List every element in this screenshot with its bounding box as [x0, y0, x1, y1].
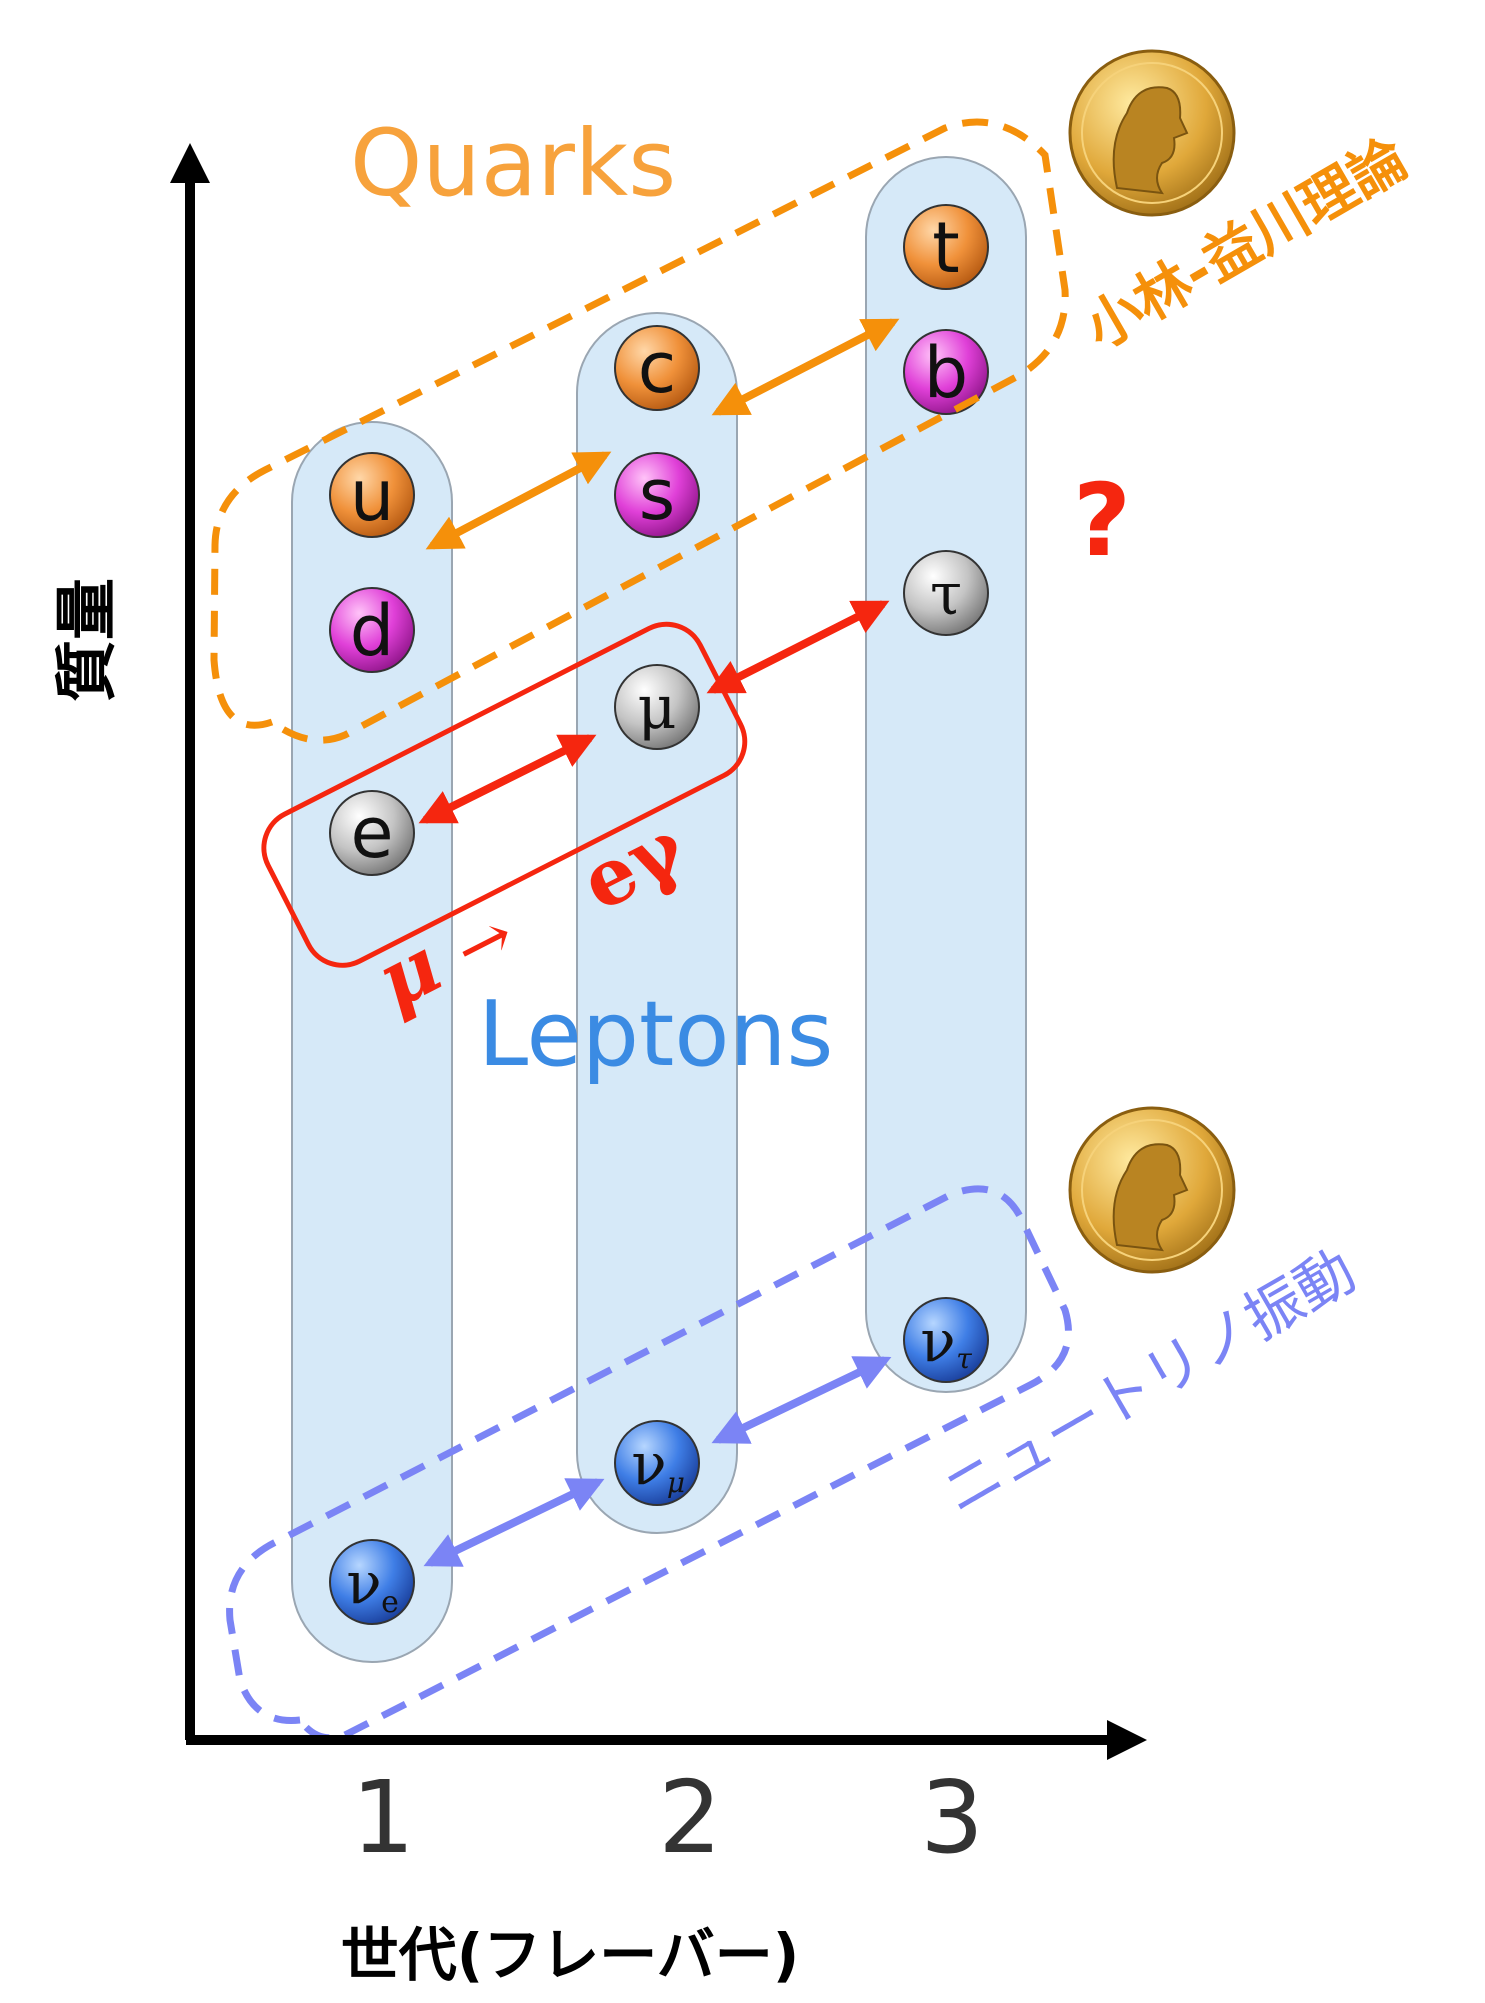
svg-text:τ: τ — [930, 560, 962, 628]
generation-label-2: 2 — [658, 1759, 722, 1876]
question-mark: ? — [1073, 462, 1131, 579]
generation-column-3 — [865, 156, 1027, 1393]
particle-c: c — [614, 325, 700, 411]
particle-tau: τ — [903, 550, 989, 636]
generation-column-2 — [576, 312, 738, 1534]
arrow-e-mu — [418, 734, 597, 824]
nobel-medal-icon — [1068, 1106, 1236, 1274]
svg-text:d: d — [350, 590, 394, 672]
particle-s: s — [614, 452, 700, 538]
svg-text:u: u — [350, 455, 394, 537]
arrow-c-b — [711, 318, 900, 416]
svg-text:c: c — [638, 327, 677, 409]
particle-nu-e: ν e — [329, 1539, 415, 1625]
svg-text:τ: τ — [956, 1342, 972, 1375]
particle-t: t — [903, 204, 989, 290]
svg-text:ν: ν — [346, 1549, 381, 1617]
svg-text:e: e — [381, 1585, 399, 1620]
generation-label-3: 3 — [920, 1759, 984, 1876]
arrow-mu-tau — [706, 600, 890, 694]
quarks-label: Quarks — [350, 110, 676, 217]
quark-mixing-region — [210, 118, 1069, 744]
y-axis-title: 質量 — [50, 578, 123, 702]
particle-nu-mu: ν μ — [614, 1420, 700, 1506]
particle-mu: μ — [614, 664, 700, 750]
svg-text:→: → — [442, 896, 526, 990]
svg-text:t: t — [932, 207, 959, 289]
svg-text:ν: ν — [631, 1430, 666, 1498]
generation-column-1 — [291, 421, 453, 1663]
svg-text:s: s — [639, 454, 675, 536]
neutrino-mixing-region — [226, 1185, 1072, 1742]
svg-text:b: b — [924, 332, 968, 414]
particle-nu-tau: ν τ — [903, 1297, 989, 1383]
arrow-u-s — [425, 451, 612, 550]
particle-e: e — [329, 790, 415, 876]
nobel-medal-icon — [1068, 49, 1236, 217]
svg-text:μ: μ — [667, 1466, 685, 1499]
leptons-label: Leptons — [478, 982, 833, 1087]
x-axis-title: 世代(フレーバー) — [341, 1921, 799, 1989]
arrow-nue-numu — [423, 1478, 605, 1567]
svg-text:μ: μ — [638, 673, 677, 743]
particle-u: u — [329, 452, 415, 538]
svg-text:ν: ν — [920, 1307, 955, 1375]
svg-text:e: e — [350, 792, 393, 874]
generation-label-1: 1 — [351, 1759, 415, 1876]
particle-d: d — [329, 587, 415, 673]
particle-b: b — [903, 329, 989, 415]
arrow-numu-nutau — [711, 1356, 892, 1444]
